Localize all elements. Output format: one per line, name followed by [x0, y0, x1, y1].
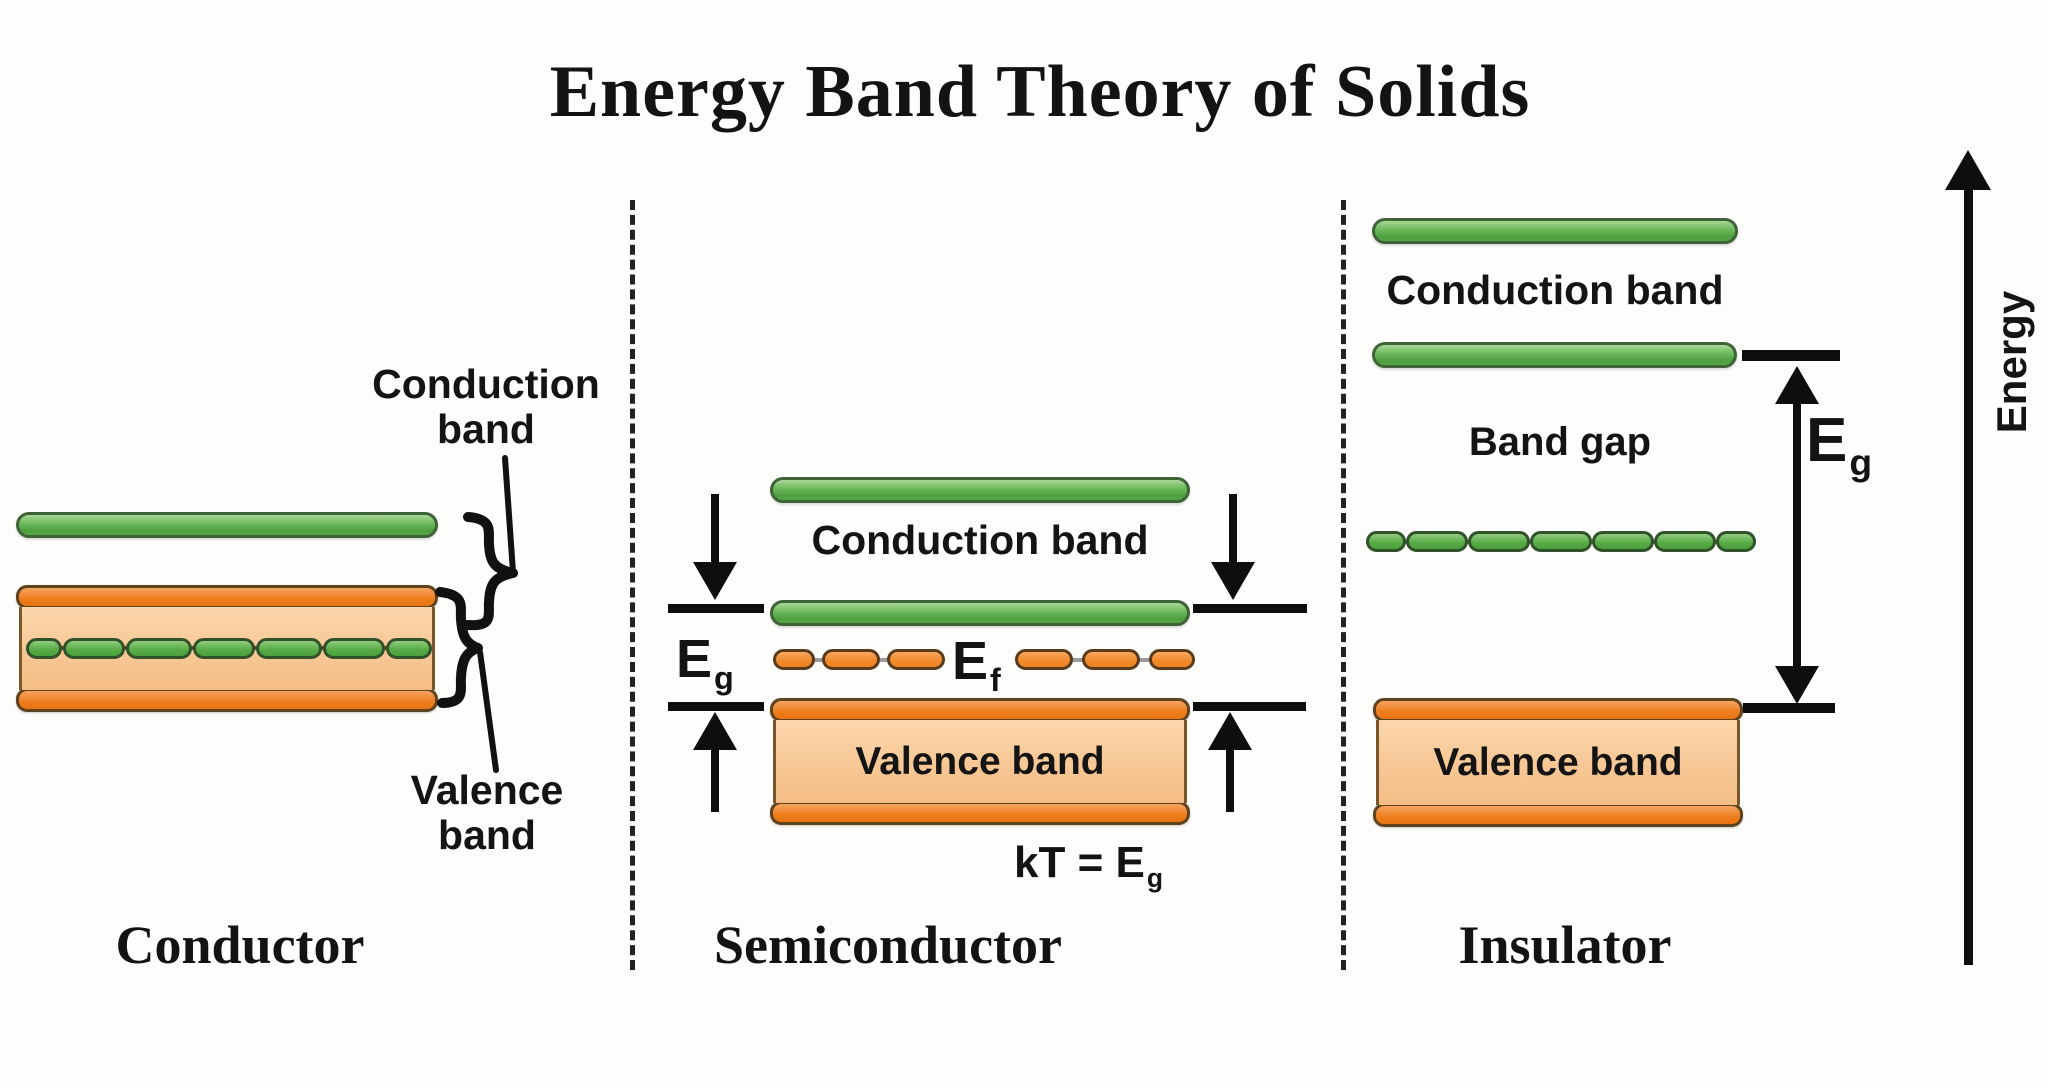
valence-band-bottom-stripe	[770, 801, 1190, 825]
insulator-electron-level-row	[1366, 531, 1756, 552]
fermi-level-dash	[822, 649, 880, 670]
electron-dash	[256, 637, 322, 659]
panel-divider-right	[1341, 200, 1346, 970]
semiconductor-valence-band-block: Valence band	[770, 698, 1190, 825]
conductor-title: Conductor	[115, 915, 365, 975]
valence-band-bottom-stripe	[16, 688, 438, 712]
conduction-edge-line-right	[1742, 350, 1840, 361]
electron-dash	[1468, 531, 1530, 552]
valence-band-middle: Valence band	[773, 720, 1187, 803]
kt-eg-label: kT = Eg	[1014, 838, 1163, 894]
fermi-level-row-left	[773, 649, 945, 670]
conductor-conduction-band-bar	[16, 512, 438, 538]
valence-edge-line-left	[668, 702, 764, 711]
valence-edge-line-right	[1743, 703, 1835, 713]
electron-dash	[126, 637, 192, 659]
eg-up-arrow-left	[693, 712, 737, 812]
valence-band-top-stripe	[770, 698, 1190, 722]
band-gap-label: Band gap	[1468, 420, 1652, 464]
valence-band-bottom-stripe	[1373, 803, 1743, 827]
eg-down-arrow-right	[1211, 494, 1255, 600]
electron-dash	[1654, 531, 1716, 552]
electron-dash	[1592, 531, 1654, 552]
insulator-conduction-band-upper-bar	[1372, 218, 1738, 244]
electron-dash	[386, 637, 432, 659]
insulator-valence-band-label: Valence band	[1433, 741, 1683, 784]
semiconductor-valence-band-label: Valence band	[855, 740, 1105, 783]
conductor-electron-level-row	[26, 637, 432, 659]
panel-divider-left	[630, 200, 635, 970]
insulator-conduction-band-lower-bar	[1372, 342, 1737, 368]
conductor-valence-band-label: Valence band	[410, 767, 564, 858]
conduction-edge-line-left	[668, 604, 764, 613]
insulator-conduction-band-label: Conduction band	[1386, 267, 1724, 313]
fermi-level-dash	[887, 649, 945, 670]
valence-edge-line-right	[1193, 702, 1306, 711]
valence-label-line	[477, 649, 499, 773]
valence-band-top-stripe	[1373, 698, 1743, 722]
semiconductor-title: Semiconductor	[714, 915, 1062, 975]
conductor-valence-band-block	[16, 585, 438, 712]
semiconductor-conduction-band-label: Conduction band	[811, 517, 1149, 563]
semiconductor-conduction-band-lower-bar	[770, 600, 1190, 626]
electron-dash	[193, 637, 255, 659]
fermi-level-dash	[773, 649, 815, 670]
conduction-label-line	[502, 455, 516, 575]
electron-dash	[323, 637, 385, 659]
electron-dash	[1406, 531, 1468, 552]
band-gap-double-arrow	[1775, 366, 1819, 704]
fermi-level-dash	[1149, 649, 1195, 670]
conductor-annotation	[435, 455, 518, 773]
energy-axis-line	[1964, 186, 1973, 965]
page-title: Energy Band Theory of Solids	[549, 51, 1531, 133]
fermi-level-dash	[1015, 649, 1073, 670]
electron-dash	[63, 637, 125, 659]
valence-band-brace-icon	[435, 587, 483, 708]
semiconductor-eg-label: Eg	[676, 629, 734, 697]
eg-down-arrow-left	[693, 494, 737, 600]
conduction-band-brace-icon	[463, 512, 518, 631]
insulator-valence-band-block: Valence band	[1373, 698, 1743, 827]
electron-dash	[26, 637, 62, 659]
conductor-conduction-band-label: Conduction band	[372, 361, 600, 452]
semiconductor-conduction-band-upper-bar	[770, 477, 1190, 503]
conduction-edge-line-right	[1193, 604, 1307, 613]
eg-up-arrow-right	[1208, 712, 1252, 812]
fermi-level-label: Ef	[952, 631, 1001, 699]
energy-axis-label: Energy	[1988, 290, 2035, 434]
fermi-level-row-right	[1015, 649, 1195, 670]
electron-dash	[1530, 531, 1592, 552]
fermi-level-dash	[1082, 649, 1140, 670]
energy-axis-arrowhead-icon	[1945, 150, 1991, 190]
valence-band-middle: Valence band	[1376, 720, 1740, 805]
insulator-eg-label: Eg	[1806, 406, 1873, 484]
valence-band-middle	[19, 607, 435, 690]
insulator-title: Insulator	[1458, 915, 1672, 975]
electron-dash	[1366, 531, 1406, 552]
valence-band-top-stripe	[16, 585, 438, 609]
electron-dash	[1716, 531, 1756, 552]
